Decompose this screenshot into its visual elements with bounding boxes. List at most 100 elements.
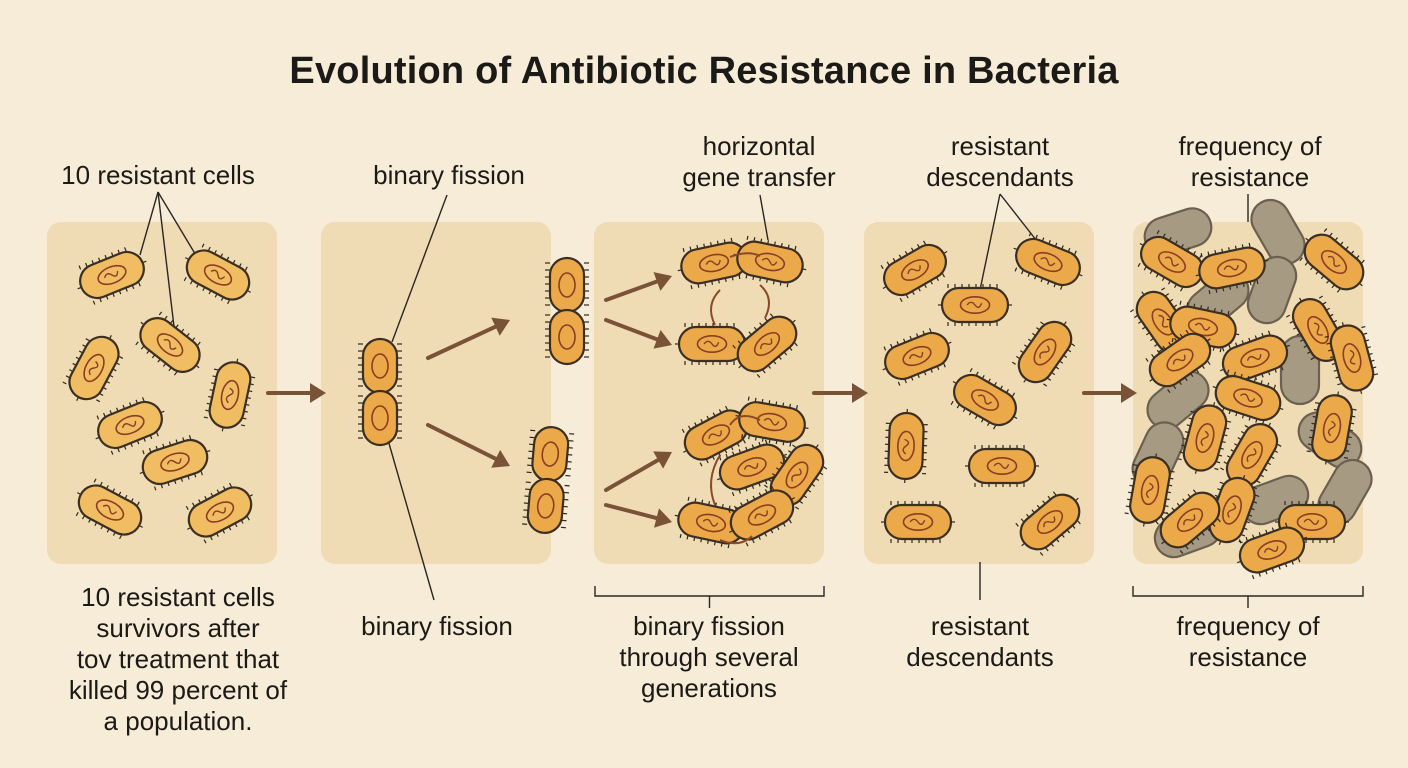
stage-4-top-line: descendants (926, 162, 1074, 192)
arrow-head (654, 508, 672, 528)
resistant-bacterium (1011, 320, 1076, 387)
arrow-head (491, 449, 510, 468)
gene-transfer-arrow (710, 454, 721, 506)
resistant-bacterium (965, 445, 1039, 487)
arrow-head (653, 329, 672, 349)
bracket (594, 586, 825, 597)
stage-5-bottom-line: resistance (1188, 642, 1308, 672)
resistant-bacterium (1306, 391, 1357, 465)
leader-line (979, 193, 1001, 291)
arrow-head (310, 383, 326, 403)
stage-5-top-line: resistance (1190, 162, 1310, 192)
arrow-shaft (426, 423, 498, 461)
brackets (594, 586, 1364, 608)
arrow-shaft (426, 324, 498, 360)
resistant-bacterium (185, 482, 253, 544)
resistant-bacterium (884, 409, 928, 483)
resistant-bacterium (950, 368, 1018, 430)
resistant-bacterium (733, 235, 807, 288)
susceptible-bacterium (1279, 334, 1321, 406)
resistant-bacterium (1177, 402, 1232, 474)
leader-line (391, 194, 448, 343)
stage-3-top-line: horizontal (702, 131, 816, 161)
resistant-bacterium (1324, 322, 1379, 394)
stage-1-top-label: 10 resistant cells (61, 160, 255, 190)
stage-1-bottom-label: 10 resistant cells survivors after tov t… (28, 582, 328, 737)
resistant-bacterium (677, 237, 751, 290)
resistant-bacterium (139, 435, 211, 491)
resistant-bacterium (727, 485, 795, 547)
stage-3-bottom-line: through several (619, 642, 799, 672)
stage-3-bottom-label: binary fission through several generatio… (595, 611, 823, 704)
gene-transfer-arrow (729, 252, 761, 258)
leader-line (157, 191, 201, 263)
resistant-bacterium (1013, 232, 1083, 290)
stage-panel (47, 222, 277, 564)
stage-4-bottom-line: resistant (930, 611, 1030, 641)
arrow-head (653, 272, 672, 291)
stage-3-top-line: gene transfer (682, 162, 836, 192)
flow-arrows (266, 252, 1137, 545)
stage-panel (321, 222, 551, 564)
gene-transfer-arrow (759, 284, 770, 319)
resistant-bacterium (1237, 522, 1307, 580)
page-title: Evolution of Antibiotic Resistance in Ba… (289, 50, 1119, 92)
stage-1-bottom-line: survivors after (96, 613, 260, 643)
resistant-bacterium (135, 311, 201, 376)
gene-transfer-arrow (729, 415, 761, 426)
stage-3-bottom-line: binary fission (633, 611, 785, 641)
resistant-bacterium (732, 313, 798, 378)
resistant-bacterium (75, 478, 143, 540)
leader-line (139, 191, 159, 256)
stage-3-top-label: horizontal gene transfer (654, 131, 864, 193)
bacteria-cells (62, 198, 1379, 580)
stage-2-bottom-label: binary fission (322, 611, 552, 642)
arrow-shaft (604, 503, 659, 521)
stage-5-top-label: frequency of resistance (1140, 131, 1360, 193)
resistant-bacterium (1299, 228, 1365, 293)
stage-1-bottom-line: tov treatment that (76, 644, 280, 674)
gene-transfer-arrow (710, 289, 721, 326)
resistant-bacterium (882, 328, 952, 386)
resistant-bacterium (1220, 330, 1290, 388)
arrow-shaft (604, 318, 660, 342)
leader-line (387, 439, 435, 601)
stage-1-bottom-line: a population. (103, 706, 253, 736)
stage-5-top-line: frequency of (1178, 131, 1322, 161)
arrow-shaft (604, 279, 659, 302)
stage-5-bottom-label: frequency of resistance (1140, 611, 1356, 673)
arrow-head (491, 317, 510, 336)
susceptible-bacterium (1250, 198, 1306, 266)
stage-2-bottom-line: binary fission (361, 611, 513, 641)
stage-2-top-label: binary fission (373, 160, 525, 190)
stage-4-top-label: resistant descendants (890, 131, 1110, 193)
dividing-bacterium (545, 256, 589, 366)
resistant-bacterium (62, 335, 124, 403)
resistant-bacterium (1155, 489, 1221, 554)
dividing-bacterium (358, 337, 402, 447)
leader-line (999, 193, 1041, 246)
bracket (1132, 586, 1364, 597)
arrow-head (653, 451, 672, 469)
resistant-bacterium (95, 397, 165, 455)
leader-lines (139, 191, 1249, 601)
resistant-bacterium (1124, 453, 1175, 527)
resistant-bacterium (674, 496, 748, 549)
resistant-bacterium (735, 396, 809, 447)
dividing-bacterium (522, 426, 575, 534)
resistant-bacterium (881, 501, 955, 543)
stage-4-bottom-line: descendants (906, 642, 1054, 672)
arrow-head (1121, 383, 1137, 403)
resistant-bacterium (938, 284, 1012, 326)
stage-1-bottom-line: killed 99 percent of (68, 675, 288, 705)
stage-5-bottom-line: frequency of (1176, 611, 1320, 641)
stage-4-bottom-label: resistant descendants (870, 611, 1090, 673)
resistant-bacterium (1195, 242, 1269, 295)
resistant-bacterium (763, 443, 828, 510)
arrow-shaft (604, 457, 661, 492)
resistant-bacterium (1015, 491, 1081, 556)
stage-4-top-line: resistant (950, 131, 1050, 161)
leader-line (157, 191, 176, 336)
stage-3-bottom-line: generations (641, 673, 777, 703)
